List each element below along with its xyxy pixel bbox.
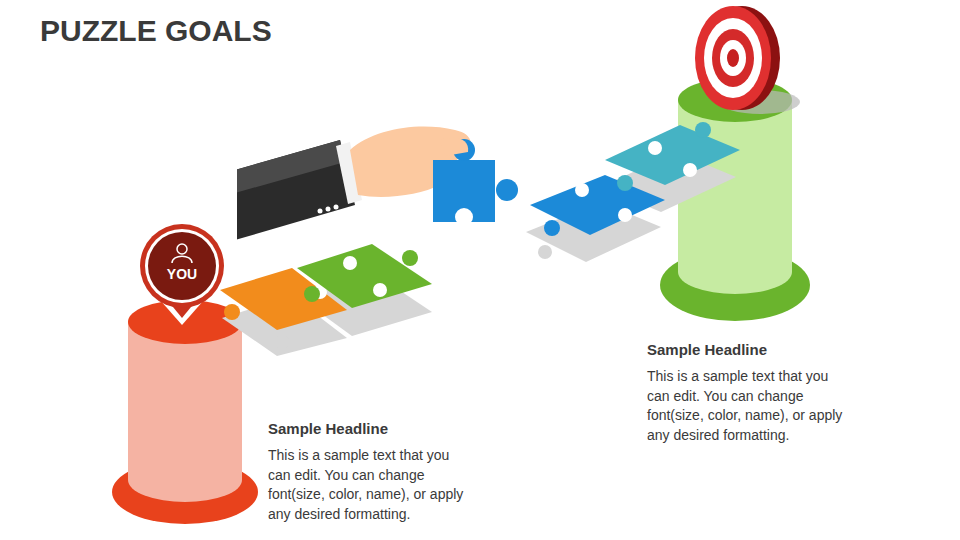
target-ring — [712, 29, 754, 87]
body-text: This is a sample text that you can edit.… — [647, 367, 847, 445]
target-ring — [720, 40, 746, 76]
page-title: PUZZLE GOALS — [40, 14, 272, 48]
target — [695, 6, 771, 110]
red-cylinder — [128, 322, 242, 502]
headline: Sample Headline — [647, 341, 767, 358]
held-piece — [433, 138, 518, 226]
headline: Sample Headline — [268, 420, 388, 437]
pin-circle: YOU — [150, 234, 214, 298]
pin-label: YOU — [167, 266, 197, 282]
blue-piece — [530, 175, 665, 236]
green-piece — [297, 244, 432, 308]
location-pin — [140, 224, 224, 325]
green-cylinder — [678, 100, 792, 294]
target-center — [727, 49, 739, 67]
target-ring — [704, 18, 762, 98]
body-text: This is a sample text that you can edit.… — [268, 446, 468, 524]
teal-piece — [605, 122, 740, 191]
